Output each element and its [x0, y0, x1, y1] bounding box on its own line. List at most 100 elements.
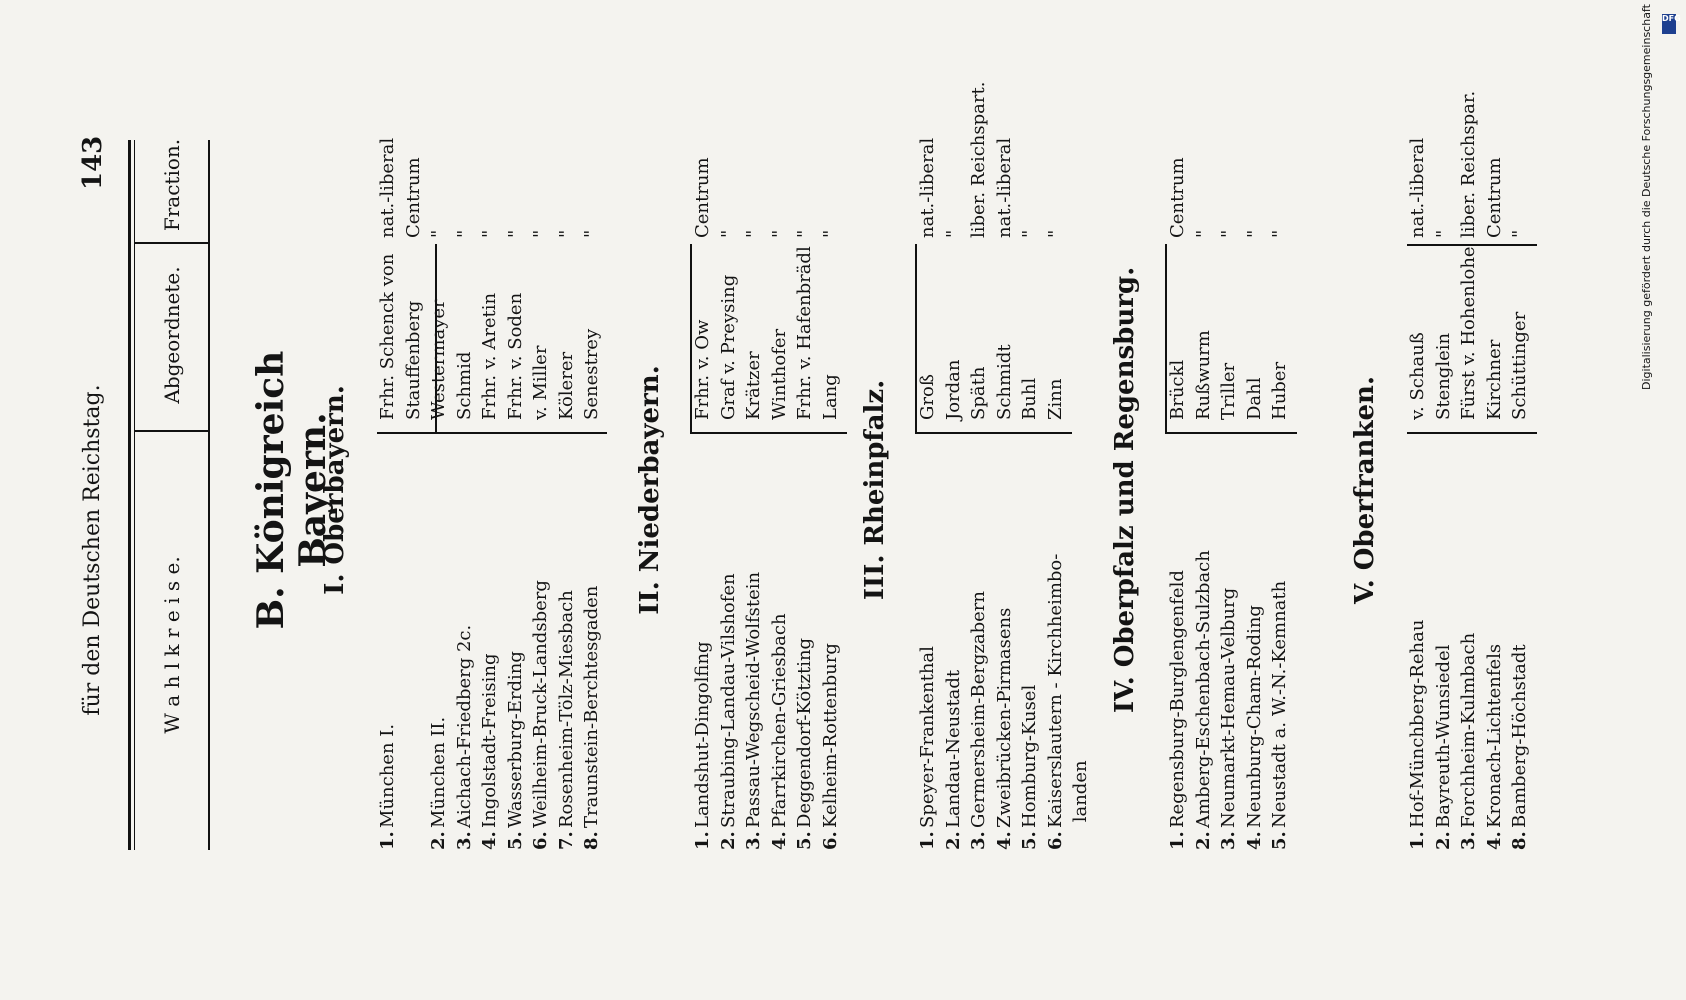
- cell-text: Kelheim-Rottenburg: [819, 643, 841, 828]
- row-number: 3.: [743, 831, 764, 850]
- divider: [1407, 432, 1537, 434]
- cell-text: Speyer-Frankenthal: [917, 646, 938, 828]
- row-number: 5.: [1269, 831, 1290, 850]
- list-item: ": [768, 229, 790, 238]
- list-item: 4.Pfarrkirchen-Griesbach: [767, 440, 793, 850]
- list-item: 4.Neunburg-Cham-Roding: [1242, 440, 1268, 850]
- row-number: 2.: [428, 831, 449, 850]
- abgeordnete-column: v. Schauß Stenglein Fürst v. Hohenlohe K…: [1405, 246, 1533, 420]
- list-item: ": [479, 229, 500, 238]
- list-item: 3.Neumarkt-Hemau-Velburg: [1216, 440, 1242, 850]
- list-item: liber. Reichspart.: [968, 81, 989, 238]
- list-item: 1. Speyer-Frankenthal: [915, 440, 941, 850]
- row-number: 3.: [968, 831, 989, 850]
- list-item: ": [1019, 229, 1040, 238]
- list-item: nat.-liberal: [1407, 137, 1428, 238]
- list-item: Frhr. Schenck von: [377, 253, 398, 420]
- row-number: 6.: [1044, 831, 1066, 850]
- row-number: 3.: [1458, 831, 1479, 850]
- cell-text: Homburg-Kusel: [1019, 684, 1040, 828]
- cell-text: landen: [1070, 760, 1091, 828]
- row-number: 8.: [581, 831, 602, 850]
- list-item: Senestrey: [581, 328, 602, 420]
- row-number: 1.: [917, 831, 938, 850]
- list-item: landen: [1068, 440, 1094, 850]
- cell-text: Regensburg-Burglengenfeld: [1167, 570, 1188, 828]
- region-title-niederbayern: II. Niederbayern.: [635, 365, 665, 615]
- list-item: nat.-liberal: [377, 137, 398, 238]
- list-item: Huber: [1269, 361, 1290, 420]
- fraction-column: Centrum " " " ": [1165, 128, 1293, 238]
- kreise-column: 1.Landshut-Dingolfing 2.Straubing-Landau…: [690, 440, 843, 850]
- list-item: ": [1509, 229, 1530, 238]
- list-item: v. Miller: [530, 345, 551, 420]
- list-item: Buhl: [1019, 377, 1040, 420]
- list-item: 4.Zweibrücken-Pirmasens: [992, 440, 1018, 850]
- list-item: ": [743, 229, 764, 238]
- cell-text: Traunstein-Berchtesgaden: [581, 585, 602, 828]
- row-number: 1.: [1167, 831, 1188, 850]
- list-item: Groß: [917, 374, 938, 420]
- list-item: ": [1218, 229, 1239, 238]
- list-item: 3.Forchheim-Kulmbach: [1456, 440, 1482, 850]
- cell-text: Bayreuth-Wunsiedel: [1432, 644, 1454, 828]
- list-item: 1.Hof-Münchberg-Rehau: [1405, 440, 1431, 850]
- region-title-oberpfalz: IV. Oberpfalz und Regensburg.: [1110, 266, 1140, 714]
- row-number: 6.: [530, 831, 551, 850]
- list-item: nat.-liberal: [993, 137, 1015, 238]
- list-item: ": [819, 229, 841, 238]
- fraction-column: nat.-liberal " liber. Reichspar. Centrum…: [1405, 90, 1533, 238]
- abgeordnete-column: Groß Jordan Späth Schmidt Buhl Zinn: [915, 250, 1068, 420]
- row-number: 2.: [942, 831, 964, 850]
- row-number: 8.: [1509, 831, 1530, 850]
- row-number: 5.: [794, 831, 815, 850]
- list-item: ": [504, 229, 526, 238]
- cell-text: Pfarrkirchen-Griesbach: [768, 613, 790, 828]
- list-item: Schüttinger: [1509, 311, 1530, 420]
- cell-text: Zweibrücken-Pirmasens: [993, 607, 1015, 828]
- cell-text: Passau-Wegscheid-Wolfstein: [743, 571, 764, 828]
- list-item: 3.Aichach-Friedberg 2c.: [452, 440, 478, 850]
- list-item: 8. Bamberg-Höchstadt: [1507, 440, 1533, 850]
- list-item: ": [717, 229, 739, 238]
- row-number: 1.: [692, 831, 713, 850]
- header-abgeordnete: Abgeordnete.: [160, 266, 184, 404]
- list-item: Triller: [1218, 362, 1239, 420]
- list-item: 5.Wasserburg-Erding: [503, 440, 529, 850]
- header-fraction: Fraction.: [160, 138, 184, 232]
- cell-text: Kronach-Lichtenfels: [1483, 643, 1505, 828]
- row-number: 2.: [717, 831, 739, 850]
- list-item: Centrum: [1167, 157, 1188, 238]
- list-item: ": [530, 229, 551, 238]
- list-item: liber. Reichspar.: [1458, 90, 1479, 238]
- list-item: ": [1269, 229, 1290, 238]
- list-item: 8. Traunstein-Berchtesgaden: [579, 440, 605, 850]
- list-item: 6.Weilheim-Bruck-Landsberg: [528, 440, 554, 850]
- list-item: Jordan: [942, 359, 964, 420]
- region-niederbayern: 1.Landshut-Dingolfing 2.Straubing-Landau…: [690, 140, 850, 850]
- list-item: Stenglein: [1432, 332, 1454, 420]
- list-item: ": [453, 229, 475, 238]
- header-wahlkreise: W a h l k r e i s e.: [160, 556, 184, 734]
- row-number: 2.: [1192, 831, 1214, 850]
- list-item: Stauffenberg: [402, 300, 424, 420]
- cell-text: Ingolstadt-Freising: [479, 653, 500, 828]
- kreise-column: 1.Hof-Münchberg-Rehau 2.Bayreuth-Wunsied…: [1405, 440, 1533, 850]
- abgeordnete-column: Brückl Rußwurm Triller Dahl Huber: [1165, 250, 1293, 420]
- list-item: Lang: [819, 374, 841, 420]
- row-number: 1.: [1407, 831, 1428, 850]
- list-item: Krätzer: [743, 351, 764, 420]
- list-item: ": [581, 229, 602, 238]
- list-item: 2.Landau-Neustadt: [941, 440, 967, 850]
- cell-text: Landshut-Dingolfing: [692, 641, 713, 828]
- list-item: Centrum: [402, 157, 424, 238]
- list-item: Zinn: [1044, 378, 1066, 420]
- list-item: nat.-liberal: [917, 137, 938, 238]
- top-rule: [128, 140, 131, 850]
- list-item: Graf v. Preysing: [717, 274, 739, 420]
- kreise-column: 1.Regensburg-Burglengenfeld 2.Amberg-Esc…: [1165, 440, 1293, 850]
- list-item: ": [1192, 229, 1214, 238]
- abgeordnete-column: Frhr. Schenck von Stauffenberg Westermay…: [375, 250, 605, 420]
- abgeordnete-column: Frhr. v. Ow Graf v. Preysing Krätzer Win…: [690, 246, 843, 420]
- cell-text: Bamberg-Höchstadt: [1509, 644, 1530, 828]
